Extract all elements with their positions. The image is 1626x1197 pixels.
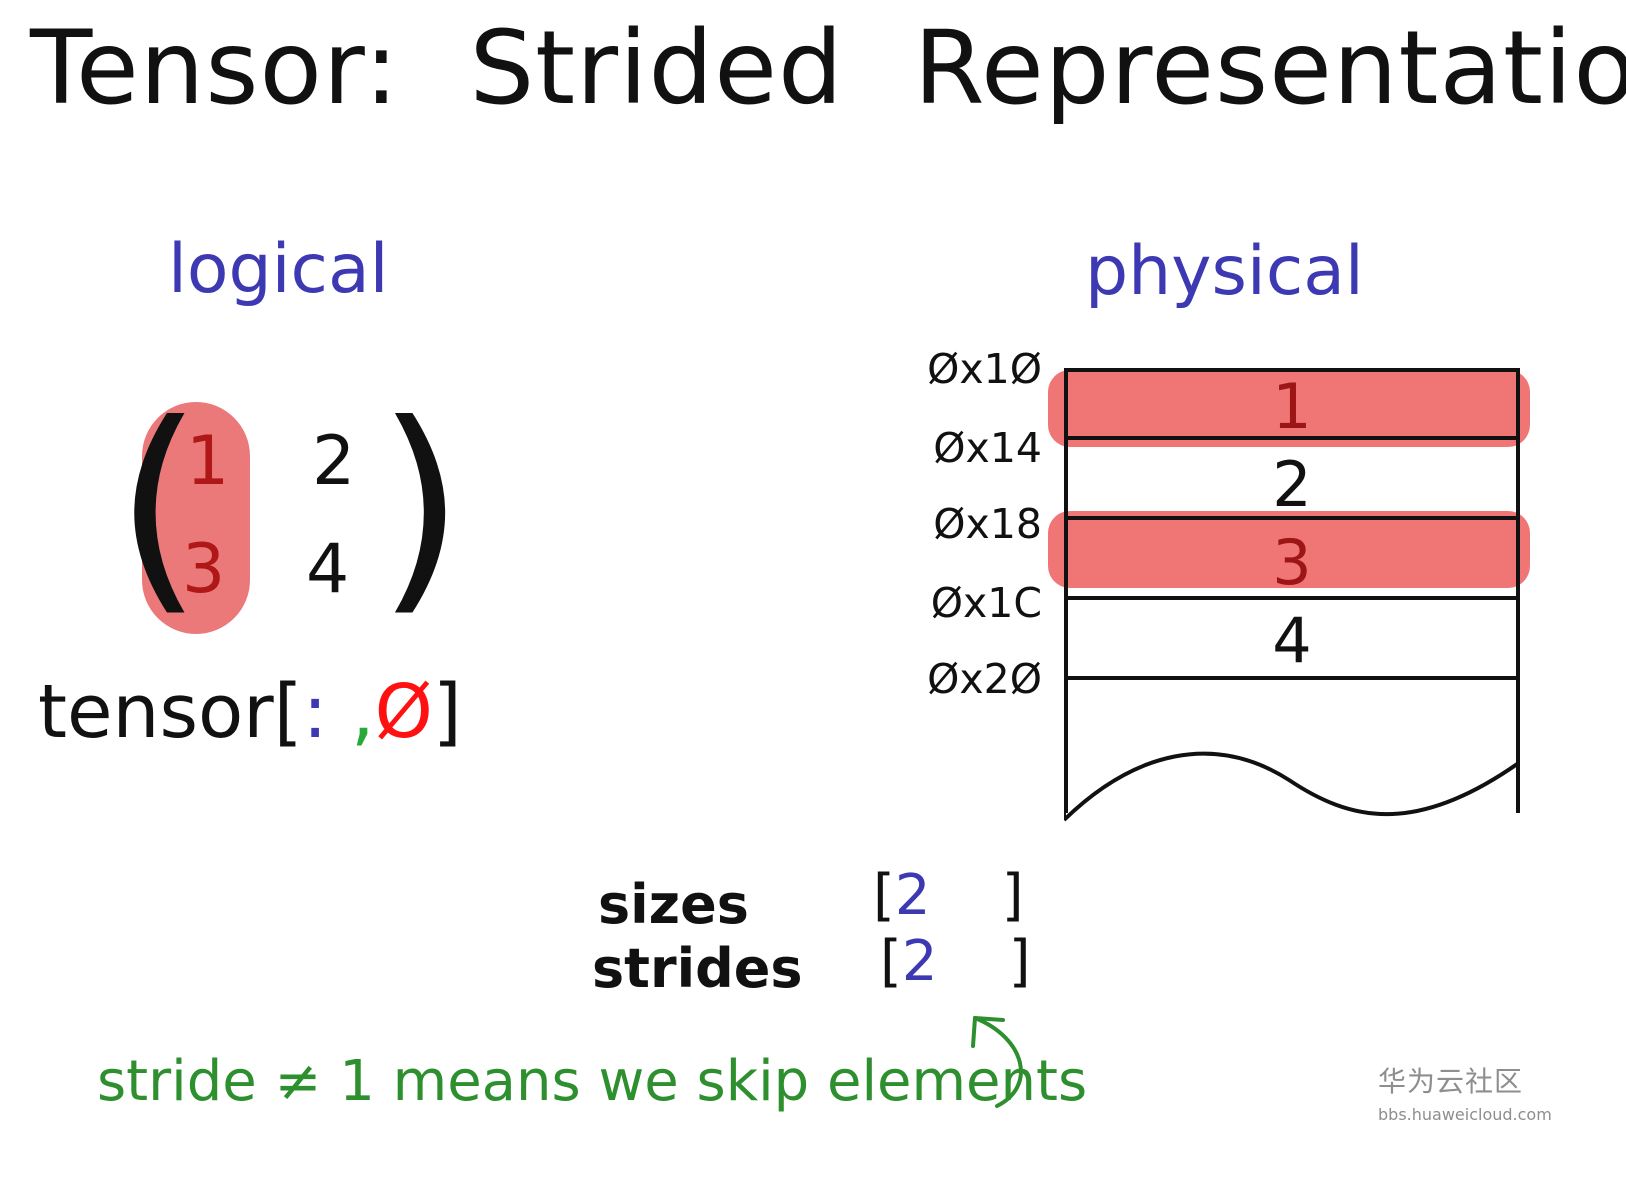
watermark-url: bbs.huaweicloud.com [1378, 1105, 1552, 1124]
sizes-value: [2 ] [873, 868, 1024, 924]
matrix-right-parenthesis: ) [377, 375, 465, 636]
title-part-3: Representation [913, 9, 1626, 128]
tensor-index-expression: tensor[: ,Ø] [38, 675, 462, 749]
strides-number: 2 [901, 929, 938, 994]
logical-column-highlight [142, 402, 250, 634]
matrix-cell-1-2: 2 [312, 422, 356, 501]
sizes-close-bracket: ] [1001, 863, 1024, 928]
sizes-label: sizes [598, 873, 749, 936]
memory-wave-bottom [1064, 742, 1520, 822]
memory-divider [1064, 516, 1520, 520]
expression-comma: , [351, 669, 375, 755]
strides-close-bracket: ] [1008, 929, 1031, 994]
title-part-2: Strided [469, 9, 844, 128]
matrix-cell-2-1: 3 [182, 530, 226, 609]
logical-label: logical [168, 230, 389, 309]
memory-divider [1064, 676, 1520, 680]
memory-divider [1064, 596, 1520, 600]
matrix-left-parenthesis: ( [115, 375, 203, 636]
memory-address: Øx1C [930, 579, 1042, 627]
matrix-cell-1-1: 1 [186, 422, 230, 501]
sizes-open-bracket: [ [873, 863, 895, 928]
memory-address: Øx14 [933, 424, 1042, 472]
title-part-1: Tensor: [30, 9, 400, 128]
expression-colon: : [302, 669, 328, 755]
logical-matrix: ( ) [115, 394, 464, 638]
memory-value-4: 4 [1272, 604, 1312, 677]
memory-address: Øx1Ø [927, 345, 1042, 393]
memory-highlight-3 [1048, 511, 1530, 588]
memory-address: Øx18 [933, 500, 1042, 548]
sizes-number: 2 [894, 863, 931, 928]
memory-value-2: 2 [1272, 448, 1312, 521]
watermark-site-name: 华为云社区 [1378, 1065, 1524, 1098]
expression-index: Ø [374, 669, 433, 755]
memory-frame [1064, 368, 1520, 813]
strides-open-bracket: [ [880, 929, 902, 994]
memory-address: Øx2Ø [927, 655, 1042, 703]
stride-caption: stride ≠ 1 means we skip elements [97, 1049, 1088, 1114]
strides-value: [2 ] [880, 934, 1031, 990]
matrix-cell-2-2: 4 [306, 530, 350, 609]
physical-memory-diagram: 1 2 3 4 [1048, 360, 1538, 840]
memory-value-1: 1 [1272, 370, 1312, 443]
strides-label: strides [592, 937, 803, 1000]
memory-value-3: 3 [1272, 526, 1312, 599]
memory-divider [1064, 436, 1520, 440]
expression-suffix: ] [432, 669, 462, 755]
curved-arrow-icon [971, 1016, 1023, 1108]
expression-prefix: tensor[ [38, 669, 303, 755]
memory-highlight-1 [1048, 370, 1530, 447]
physical-label: physical [1085, 232, 1364, 311]
